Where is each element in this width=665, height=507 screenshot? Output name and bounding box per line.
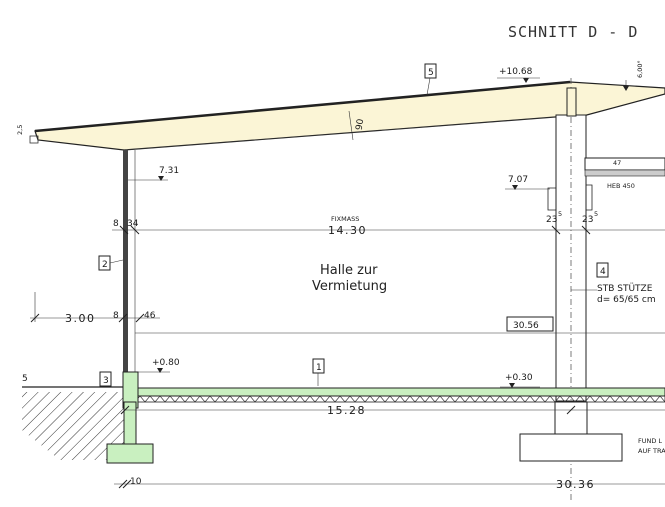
tick-10 xyxy=(118,479,128,489)
marker-box-5 xyxy=(424,63,437,79)
tick-11 xyxy=(122,479,132,489)
marker-box-1 xyxy=(312,358,325,374)
column-label-2: d= 65/65 cm xyxy=(597,295,656,305)
col-dim-b: 23 xyxy=(582,215,593,225)
marker-2-leader xyxy=(109,259,124,264)
tick-7 xyxy=(135,313,145,323)
room-label-line1: Halle zur xyxy=(320,263,378,278)
beam-level-label: 7.07 xyxy=(508,175,528,185)
column-corbel xyxy=(547,187,557,211)
marker-box-4 xyxy=(596,262,609,278)
height-left-label: 3.00 xyxy=(65,312,96,325)
beam-level-marker xyxy=(512,185,518,190)
left-wall xyxy=(123,150,128,372)
floor-slab xyxy=(137,387,665,397)
marker-5-leader xyxy=(426,77,431,96)
marker-box-3 xyxy=(99,371,112,387)
tick-9 xyxy=(566,405,576,415)
tick-8 xyxy=(120,405,130,415)
slab-level-left-marker xyxy=(157,368,163,373)
drawing-title: SCHNITT D - D xyxy=(508,23,638,41)
column-top-cap xyxy=(566,87,577,117)
eave-level-label: 7.31 xyxy=(159,166,179,176)
roof-upper-line xyxy=(34,80,571,133)
room-label-line2: Vermietung xyxy=(312,279,387,294)
floor-gravel xyxy=(137,395,665,403)
tick-2 xyxy=(130,225,140,235)
roof-thickness-dim xyxy=(348,110,354,141)
beam-small-label: 47 xyxy=(613,159,621,167)
column-foundation-stem xyxy=(554,401,588,435)
overall-dim-b: 30.36 xyxy=(556,478,595,491)
foundation-label-1: FUND L xyxy=(638,437,662,445)
column-corbel-right xyxy=(585,184,593,211)
beam-profile-label: HEB 450 xyxy=(607,182,635,190)
column-label-1: STB STÜTZE xyxy=(597,283,653,294)
eave-small-label: 2,5 xyxy=(16,125,24,135)
tick-4 xyxy=(581,225,591,235)
tick-3 xyxy=(551,225,561,235)
slope-arrow-head xyxy=(623,86,629,91)
marker-5: 5 xyxy=(428,68,434,78)
tick-5 xyxy=(30,313,40,323)
steel-beam xyxy=(584,157,665,171)
bottom-span-label: 15.28 xyxy=(327,404,366,417)
tick-1 xyxy=(119,225,129,235)
slab-level-mid-label: +0.30 xyxy=(505,373,533,383)
foundation-label-2: AUF TRA xyxy=(638,447,665,455)
elevation-box-value: 30.56 xyxy=(513,321,539,331)
ridge-level-label: +10.68 xyxy=(499,67,533,77)
eave-detail xyxy=(29,135,39,144)
marker-3: 3 xyxy=(103,376,109,386)
slab-level-mid-marker xyxy=(509,383,515,388)
overall-dim-a: 10 xyxy=(130,477,142,487)
marker-2: 2 xyxy=(102,260,108,270)
main-span-label: 14.30 xyxy=(328,224,367,237)
ground-mark: 5 xyxy=(22,374,28,384)
col-dim-a-sup: 5 xyxy=(558,210,562,218)
slab-level-left-label: +0.80 xyxy=(152,358,180,368)
ground-hatch xyxy=(22,392,124,460)
left-foundation xyxy=(106,443,154,464)
fixmass-label: FIXMASS xyxy=(331,215,359,223)
steel-beam-flange xyxy=(584,169,665,177)
slope-label: 6,00° xyxy=(636,60,644,78)
marker-4: 4 xyxy=(600,267,606,277)
elevation-box xyxy=(506,316,554,332)
ridge-level-marker xyxy=(523,78,529,83)
roof-thickness-label: 90 xyxy=(355,118,367,131)
marker-1: 1 xyxy=(316,363,322,373)
col-dim-b-sup: 5 xyxy=(594,210,598,218)
roof-lower-line xyxy=(123,115,569,151)
tick-6 xyxy=(118,313,128,323)
eave-level-marker xyxy=(158,176,164,181)
wall-dim-a: 8 xyxy=(113,311,119,321)
wall-dim-b: 46 xyxy=(144,311,156,321)
left-foundation-stem xyxy=(123,401,137,445)
left-dim-b: 34 xyxy=(127,219,139,229)
left-dim-a: 8 xyxy=(113,219,119,229)
col-dim-a: 23 xyxy=(546,215,557,225)
column-foundation xyxy=(519,433,623,462)
